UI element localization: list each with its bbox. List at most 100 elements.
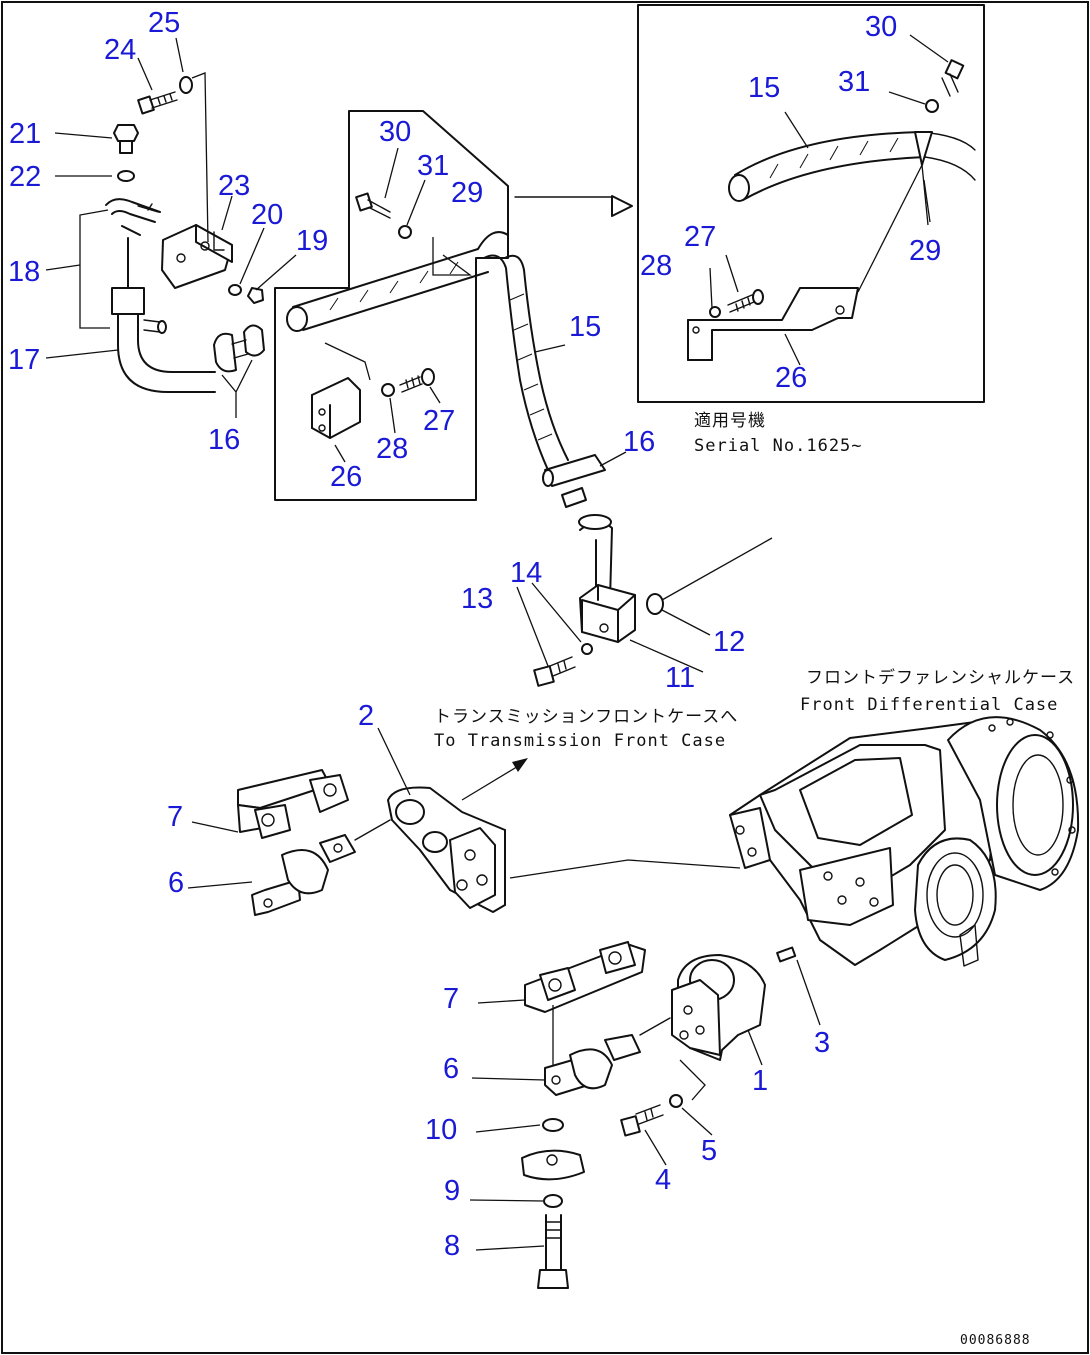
callout-26-left: 26 <box>330 461 362 493</box>
detail-box-left <box>274 110 509 501</box>
callout-29-serial: 29 <box>909 235 941 267</box>
callout-24: 24 <box>104 34 136 66</box>
cushion-block <box>521 1149 585 1181</box>
callout-18: 18 <box>8 256 40 288</box>
pipe-11-top <box>578 514 612 530</box>
leader-26-left <box>334 444 346 463</box>
callout-6-top: 6 <box>168 867 184 899</box>
callout-8: 8 <box>444 1230 460 1262</box>
callout-21: 21 <box>9 118 41 150</box>
note-serial-jp: 適用号機 <box>694 411 766 431</box>
mount-6-top <box>251 819 391 916</box>
callout-30-serial: 30 <box>865 11 897 43</box>
callout-16-left: 16 <box>208 424 240 456</box>
hose-18 <box>105 198 161 289</box>
callout-1: 1 <box>752 1065 768 1097</box>
detail-arrow <box>514 196 613 209</box>
clamp-29-serial <box>914 131 933 166</box>
clamp-16-mid <box>542 454 606 508</box>
bolt-27-serial <box>727 289 764 313</box>
washer-31-serial <box>925 99 939 113</box>
o-ring-22 <box>117 170 135 182</box>
pipe-15-detail-left <box>286 248 489 332</box>
note-serial-en: Serial No.1625~ <box>694 436 863 456</box>
note-differential-en: Front Differential Case <box>800 695 1058 715</box>
callout-4: 4 <box>655 1164 671 1196</box>
leader-29-serial-label <box>921 164 929 226</box>
callout-15-serial: 15 <box>748 72 780 104</box>
clamp-16-left <box>213 324 265 373</box>
callout-11: 11 <box>665 662 695 694</box>
bracket-2 <box>387 786 506 913</box>
callout-7-bottom: 7 <box>443 983 459 1015</box>
bolt-30-serial <box>941 59 965 97</box>
hose-15-bend <box>477 231 509 250</box>
leader-29-serial <box>857 164 923 293</box>
washer-14 <box>581 643 593 655</box>
note-transmission-en: To Transmission Front Case <box>434 731 726 751</box>
cushion-7-top <box>237 769 349 839</box>
guide-line-left <box>324 342 371 381</box>
callout-7-top: 7 <box>167 801 183 833</box>
bolt-8 <box>537 1214 569 1289</box>
leader-2-arrow <box>461 764 521 801</box>
callout-23: 23 <box>218 170 250 202</box>
callout-5: 5 <box>701 1135 717 1167</box>
callout-29-left: 29 <box>451 177 483 209</box>
callout-26-serial: 26 <box>775 362 807 394</box>
nut-19 <box>247 287 264 304</box>
cushion-7-bottom <box>524 941 646 1013</box>
callout-13: 13 <box>461 583 493 615</box>
callout-17: 17 <box>8 344 40 376</box>
drawing-number: 00086888 <box>960 1333 1031 1348</box>
note-differential-jp: フロントデファレンシャルケース <box>806 667 1075 688</box>
callout-25: 25 <box>148 7 180 39</box>
guide-29-left <box>432 237 472 276</box>
bolt-4 <box>620 1104 664 1137</box>
leader-12-label <box>661 609 711 636</box>
note-transmission-jp: トランスミッションフロントケースへ <box>434 707 738 727</box>
washer-28-serial <box>709 306 721 318</box>
leader-16-left <box>221 359 253 418</box>
washer-5 <box>669 1094 683 1108</box>
arrow-2 <box>512 758 528 772</box>
leader-25-23 <box>191 72 209 243</box>
leader-1-5 <box>679 1059 706 1101</box>
bolt-24 <box>137 91 178 115</box>
flange-11 <box>579 584 636 643</box>
callout-20: 20 <box>251 199 283 231</box>
bracket-26-left <box>311 377 361 439</box>
bracket-18-leader <box>79 209 110 329</box>
mount-6-bottom <box>544 1017 671 1096</box>
callout-31-serial: 31 <box>838 66 870 98</box>
bolt-27-left <box>399 368 435 393</box>
callout-14: 14 <box>510 557 542 589</box>
washer-10 <box>542 1118 564 1132</box>
elbow-pipe-17 <box>111 287 216 393</box>
callout-30-left: 30 <box>379 116 411 148</box>
pipe-15-serial <box>728 131 976 202</box>
washer-25 <box>179 76 193 94</box>
bracket-23 <box>161 224 233 289</box>
differential-case <box>729 716 1080 967</box>
callout-28-left: 28 <box>376 433 408 465</box>
bolt-30-left <box>355 192 391 219</box>
callout-15-mid: 15 <box>569 311 601 343</box>
detail-arrowhead <box>611 195 633 217</box>
callout-9: 9 <box>444 1175 460 1207</box>
o-ring-12 <box>646 593 664 615</box>
callout-27-left: 27 <box>423 405 455 437</box>
callout-16-mid: 16 <box>623 426 655 458</box>
callout-10: 10 <box>425 1114 457 1146</box>
bolt-13 <box>533 656 576 687</box>
hose-15 <box>483 254 569 471</box>
pin-3 <box>776 946 797 963</box>
washer-28-left <box>381 383 395 397</box>
washer-31-left <box>398 225 412 239</box>
callout-2: 2 <box>358 700 374 732</box>
leader-12 <box>661 537 773 601</box>
callout-28-serial: 28 <box>640 250 672 282</box>
callout-19: 19 <box>296 225 328 257</box>
fitting-21 <box>113 124 139 154</box>
